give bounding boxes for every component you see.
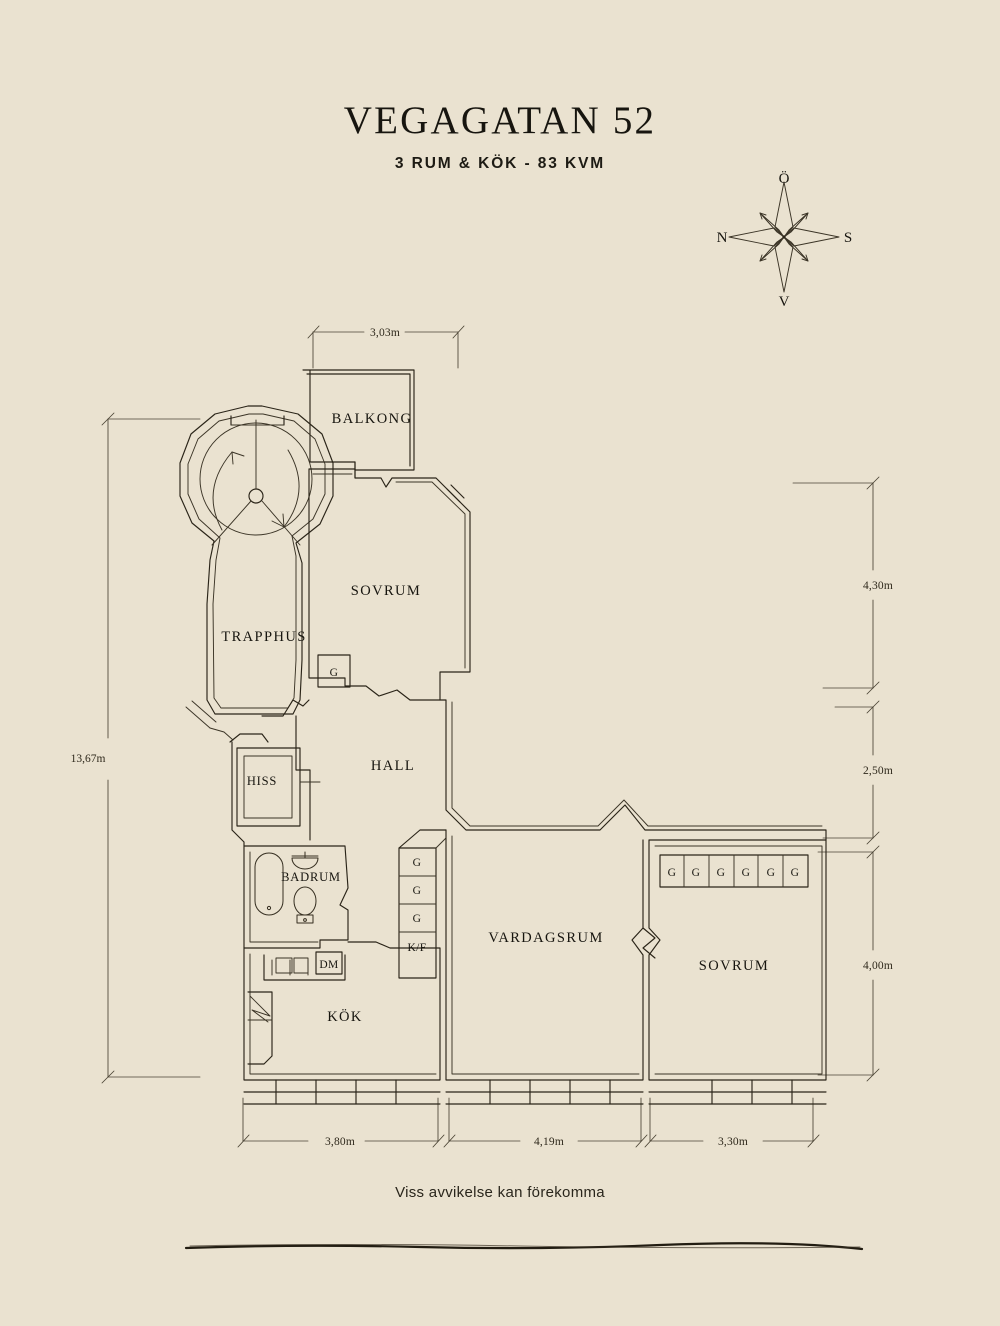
room-hiss: [229, 733, 321, 827]
room-label-trapphus: TRAPPHUS: [221, 629, 306, 645]
dimension-right-lower-label: 4,00m: [863, 960, 893, 972]
room-kok: DM: [243, 941, 441, 1105]
closet-label: G: [717, 867, 726, 879]
closet-label: G: [413, 857, 422, 869]
dimension-right-upper-label: 4,30m: [863, 580, 893, 592]
dishwasher-label: DM: [319, 959, 338, 971]
closet-label: G: [791, 867, 800, 879]
dimension-top: 3,03m: [307, 325, 465, 369]
closet-label: G: [668, 867, 677, 879]
room-badrum: [243, 845, 349, 949]
room-label-badrum: BADRUM: [281, 870, 341, 884]
room-label-balkong: BALKONG: [332, 411, 413, 427]
closet-label: G: [413, 885, 422, 897]
dimension-left-label: 13,67m: [71, 753, 106, 765]
disclaimer-text: Viss avvikelse kan förekomma: [395, 1184, 605, 1201]
dimension-bottom-middle-label: 4,19m: [534, 1136, 564, 1148]
dimension-bottom-middle: 4,19m: [443, 1097, 648, 1148]
fridge-freezer-label: K/F: [407, 942, 426, 954]
room-trapphus: [179, 405, 334, 741]
compass-label-bottom: V: [779, 294, 790, 310]
room-label-vardagsrum: VARDAGSRUM: [488, 930, 603, 946]
dimension-right-upper: 4,30m: [792, 476, 893, 695]
dimension-right-lower: 4,00m: [817, 845, 893, 1082]
page-title: VEGAGATAN 52: [343, 99, 657, 142]
compass-label-right: S: [844, 230, 852, 246]
page-subtitle: 3 RUM & KÖK - 83 KVM: [394, 155, 606, 172]
closet-label: G: [413, 913, 422, 925]
dimension-top-label: 3,03m: [370, 327, 400, 339]
room-sovrum-lower: G G G G G G: [642, 839, 827, 1105]
dimension-left: 13,67m: [71, 412, 201, 1084]
room-label-hiss: HISS: [247, 774, 277, 788]
compass-label-left: N: [717, 230, 728, 246]
closet-label: G: [767, 867, 776, 879]
closet-label: G: [692, 867, 701, 879]
room-label-kok: KÖK: [327, 1008, 363, 1025]
room-hall: [231, 699, 827, 847]
closet-label: G: [330, 667, 339, 679]
compass-label-top: Ö: [779, 170, 790, 187]
room-label-hall: HALL: [371, 758, 415, 774]
room-label-sovrum-upper: SOVRUM: [351, 583, 421, 599]
hall-closet-column: G G G K/F: [398, 829, 447, 979]
dimension-bottom-right: 3,30m: [644, 1097, 820, 1148]
dimension-bottom-left: 3,80m: [237, 1097, 445, 1148]
dimension-right-middle-label: 2,50m: [863, 765, 893, 777]
room-sovrum-upper: G: [308, 468, 471, 701]
dimension-bottom-right-label: 3,30m: [718, 1136, 748, 1148]
room-label-sovrum-lower: SOVRUM: [699, 958, 769, 974]
closet-label: G: [742, 867, 751, 879]
dimension-bottom-left-label: 3,80m: [325, 1136, 355, 1148]
dimension-right-middle: 2,50m: [822, 700, 893, 845]
